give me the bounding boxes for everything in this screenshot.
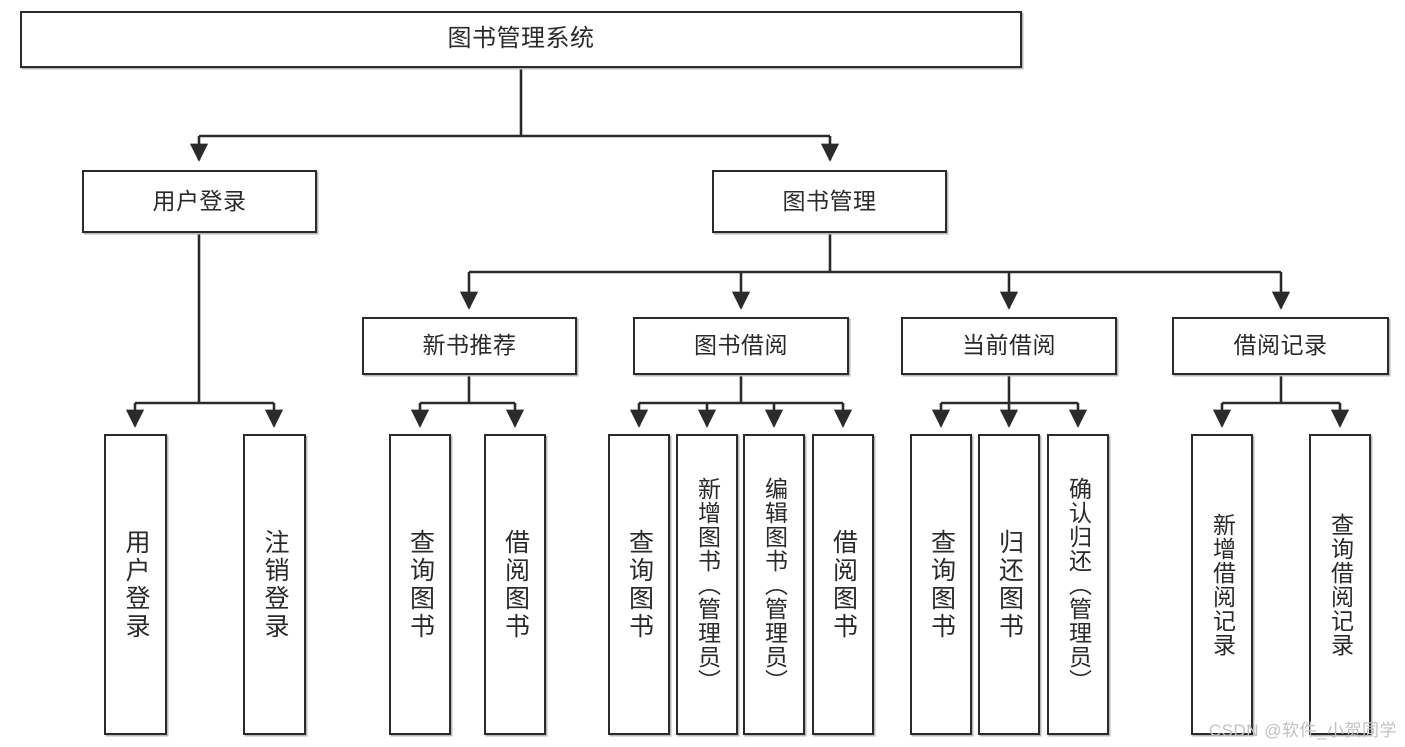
leaf-return-books[interactable]: 归还图书	[978, 434, 1040, 735]
node-label: 新增图书（管理员）	[694, 476, 721, 693]
leaf-search-books-borrow[interactable]: 查询图书	[608, 434, 670, 735]
node-label: 确认归还（管理员）	[1065, 476, 1092, 693]
node-label: 用户登录	[122, 528, 150, 641]
node-label: 用户登录	[152, 187, 247, 214]
node-label: 借阅图书	[829, 528, 858, 641]
node-root-book-management-system[interactable]: 图书管理系统	[20, 11, 1022, 68]
node-label: 借阅记录	[1233, 332, 1328, 359]
node-label: 编辑图书（管理员）	[761, 476, 788, 693]
leaf-user-login[interactable]: 用户登录	[104, 434, 167, 735]
leaf-borrow-books-recommend[interactable]: 借阅图书	[484, 434, 546, 735]
leaf-user-logout[interactable]: 注销登录	[243, 434, 306, 735]
leaf-edit-book-admin[interactable]: 编辑图书（管理员）	[743, 434, 805, 735]
leaf-borrow-books[interactable]: 借阅图书	[812, 434, 874, 735]
node-label: 图书管理系统	[447, 25, 595, 53]
node-label: 新书推荐	[422, 332, 517, 359]
node-label: 图书管理	[782, 187, 877, 214]
node-current-borrow[interactable]: 当前借阅	[901, 317, 1117, 375]
node-label: 图书借阅	[694, 332, 788, 359]
node-label: 新增借阅记录	[1209, 512, 1236, 657]
node-label: 查询图书	[406, 528, 435, 641]
node-label: 查询图书	[625, 528, 654, 641]
leaf-add-book-admin[interactable]: 新增图书（管理员）	[676, 434, 738, 735]
node-label: 查询图书	[927, 528, 956, 641]
node-new-book-recommend[interactable]: 新书推荐	[362, 317, 577, 375]
leaf-confirm-return-admin[interactable]: 确认归还（管理员）	[1047, 434, 1109, 735]
leaf-search-borrow-record[interactable]: 查询借阅记录	[1309, 434, 1371, 735]
node-label: 借阅图书	[501, 528, 530, 641]
leaf-search-books-recommend[interactable]: 查询图书	[389, 434, 451, 735]
node-borrow-record[interactable]: 借阅记录	[1172, 317, 1389, 375]
leaf-add-borrow-record[interactable]: 新增借阅记录	[1191, 434, 1253, 735]
node-book-borrow[interactable]: 图书借阅	[633, 317, 849, 375]
node-label: 查询借阅记录	[1327, 512, 1354, 657]
node-book-management[interactable]: 图书管理	[712, 170, 947, 233]
leaf-search-books-current[interactable]: 查询图书	[910, 434, 972, 735]
node-label: 归还图书	[995, 528, 1024, 641]
csdn-watermark: CSDN @软件_小贺同学	[1208, 721, 1397, 740]
node-label: 注销登录	[261, 528, 289, 641]
node-user-login[interactable]: 用户登录	[82, 170, 317, 233]
node-label: 当前借阅	[962, 332, 1056, 359]
